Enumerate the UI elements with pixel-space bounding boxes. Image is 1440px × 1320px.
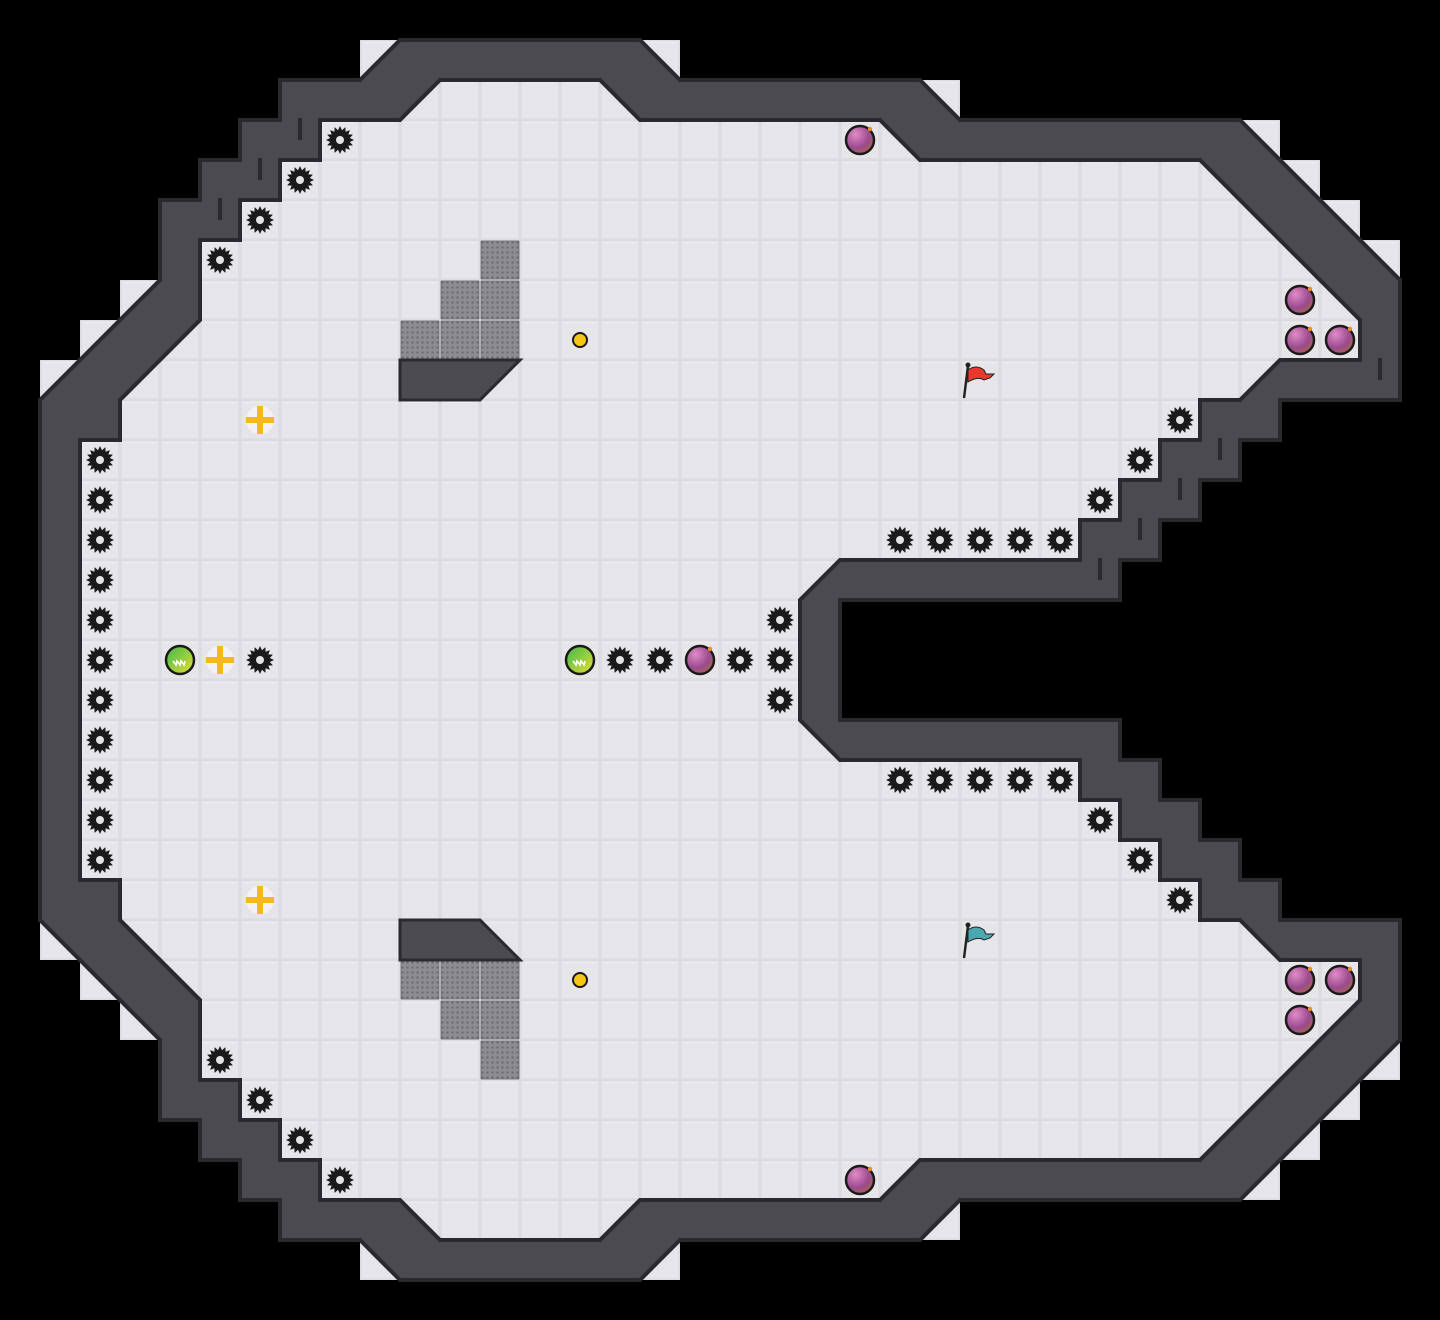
- saw-blade-icon: [246, 1086, 274, 1114]
- bomb-icon: [1284, 284, 1316, 316]
- saw-blade-icon: [726, 646, 754, 674]
- saw-blade-icon: [966, 526, 994, 554]
- metal-grate-block: [480, 320, 520, 360]
- saw-blade-icon: [326, 126, 354, 154]
- saw-blade-icon: [206, 1046, 234, 1074]
- saw-blade-icon: [766, 606, 794, 634]
- saw-blade-icon: [246, 206, 274, 234]
- saw-blade-icon: [326, 1166, 354, 1194]
- cross-powerup-icon: [246, 406, 274, 434]
- metal-grate-block: [400, 320, 440, 360]
- metal-grate-block: [480, 960, 520, 1000]
- wall-notch: [298, 118, 302, 140]
- wall-notch: [1178, 478, 1182, 500]
- coin-icon: [572, 332, 588, 348]
- saw-blade-icon: [86, 726, 114, 754]
- bomb-icon: [1284, 324, 1316, 356]
- saw-blade-icon: [1166, 406, 1194, 434]
- metal-grate-block: [440, 960, 480, 1000]
- bomb-icon: [844, 124, 876, 156]
- saw-blade-icon: [926, 526, 954, 554]
- bomb-icon: [844, 1164, 876, 1196]
- metal-grate-block: [480, 1040, 520, 1080]
- saw-blade-icon: [966, 766, 994, 794]
- bomb-icon: [1324, 964, 1356, 996]
- saw-blade-icon: [86, 846, 114, 874]
- metal-grate-block: [480, 280, 520, 320]
- saw-blade-icon: [86, 646, 114, 674]
- wall-notch: [1378, 358, 1382, 380]
- metal-grate-block: [400, 960, 440, 1000]
- saw-blade-icon: [286, 1126, 314, 1154]
- saw-blade-icon: [86, 806, 114, 834]
- metal-grate-block: [480, 1000, 520, 1040]
- bomb-icon: [684, 644, 716, 676]
- cross-powerup-icon: [206, 646, 234, 674]
- saw-blade-icon: [926, 766, 954, 794]
- metal-grate-block: [440, 320, 480, 360]
- saw-blade-icon: [86, 686, 114, 714]
- saw-blade-icon: [1046, 526, 1074, 554]
- speed-ball-icon: [564, 644, 596, 676]
- saw-blade-icon: [86, 486, 114, 514]
- metal-grate-block: [480, 240, 520, 280]
- saw-blade-icon: [1006, 766, 1034, 794]
- saw-blade-icon: [86, 566, 114, 594]
- teal-flag-icon: [962, 922, 996, 959]
- saw-blade-icon: [1126, 446, 1154, 474]
- saw-blade-icon: [606, 646, 634, 674]
- saw-blade-icon: [86, 446, 114, 474]
- wall-ledge: [398, 918, 524, 962]
- saw-blade-icon: [1166, 886, 1194, 914]
- saw-blade-icon: [206, 246, 234, 274]
- saw-blade-icon: [1126, 846, 1154, 874]
- saw-blade-icon: [886, 766, 914, 794]
- saw-blade-icon: [646, 646, 674, 674]
- speed-ball-icon: [164, 644, 196, 676]
- metal-grate-block: [440, 1000, 480, 1040]
- saw-blade-icon: [1086, 806, 1114, 834]
- wall-notch: [1218, 438, 1222, 460]
- wall-notch: [218, 198, 222, 220]
- red-flag-icon: [962, 362, 996, 399]
- bomb-icon: [1324, 324, 1356, 356]
- saw-blade-icon: [286, 166, 314, 194]
- entities: [86, 118, 1382, 1196]
- metal-grate-block: [440, 280, 480, 320]
- saw-blade-icon: [1006, 526, 1034, 554]
- cross-powerup-icon: [246, 886, 274, 914]
- saw-blade-icon: [86, 606, 114, 634]
- coin-icon: [572, 972, 588, 988]
- saw-blade-icon: [766, 686, 794, 714]
- saw-blade-icon: [1046, 766, 1074, 794]
- wall-ledge: [398, 358, 524, 402]
- wall-notch: [1098, 558, 1102, 580]
- saw-blade-icon: [766, 646, 794, 674]
- saw-blade-icon: [246, 646, 274, 674]
- saw-blade-icon: [1086, 486, 1114, 514]
- bomb-icon: [1284, 964, 1316, 996]
- saw-blade-icon: [86, 766, 114, 794]
- wall-notch: [258, 158, 262, 180]
- wall-notch: [1138, 518, 1142, 540]
- saw-blade-icon: [886, 526, 914, 554]
- saw-blade-icon: [86, 526, 114, 554]
- bomb-icon: [1284, 1004, 1316, 1036]
